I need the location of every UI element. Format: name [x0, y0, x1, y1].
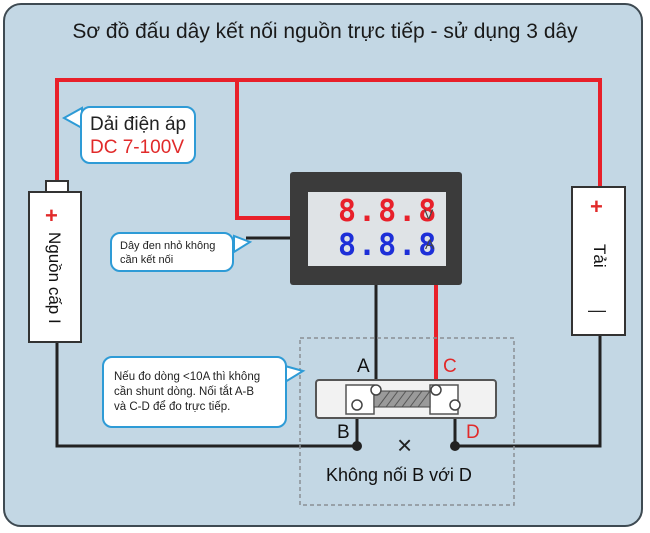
load-box	[571, 186, 626, 336]
shunt-note-line3: và C-D để đo trực tiếp.	[114, 401, 231, 413]
source-battery	[28, 191, 82, 343]
terminal-d-screw	[449, 399, 461, 411]
junction-d	[450, 441, 460, 451]
load-minus-sign: —	[588, 300, 606, 320]
source-label: Nguồn cấp I	[45, 232, 64, 324]
black-wire-bottom-right	[453, 335, 602, 448]
red-wire-to-meter	[235, 80, 290, 220]
shunt-note-callout: Nếu đo dòng <10A thì không cần shunt dòn…	[102, 356, 287, 428]
terminal-b-label: B	[337, 422, 350, 443]
voltage-display: 8.8.8	[338, 194, 439, 229]
thin-wire-callout-tail	[233, 234, 253, 254]
current-unit: A	[425, 236, 435, 252]
thin-wire-line1: Dây đen nhỏ không	[120, 240, 216, 252]
voltage-unit: V	[424, 206, 434, 222]
diagram-title: Sơ đồ đấu dây kết nối nguồn trực tiếp - …	[72, 20, 578, 43]
cross-mark: ×	[397, 430, 413, 460]
junction-b	[352, 441, 362, 451]
terminal-d-label: D	[466, 422, 480, 443]
thin-wire-line2: cần kết nối	[120, 254, 174, 266]
shunt-resistor	[373, 390, 431, 408]
voltage-range-value: DC 7-100V	[90, 137, 184, 158]
voltage-range-label: Dải điện áp	[90, 114, 187, 135]
thin-wire-callout: Dây đen nhỏ không cần kết nối	[110, 232, 234, 272]
voltage-range-callout: Dải điện áp DC 7-100V	[80, 106, 196, 164]
source-plus-sign: +	[45, 203, 58, 228]
load-plus-sign: +	[590, 194, 603, 219]
current-display: 8.8.8	[338, 228, 439, 263]
bottom-note: Không nối B với D	[326, 465, 472, 485]
terminal-c-label: C	[443, 356, 457, 377]
terminal-a-screw	[370, 384, 382, 396]
shunt-note-line2: cần shunt dòng. Nối tắt A-B	[114, 386, 255, 398]
terminal-b-screw	[351, 399, 363, 411]
black-wire-bottom-left	[55, 340, 359, 448]
meter-screen	[308, 192, 446, 266]
shunt-dashed-frame	[299, 337, 515, 506]
shunt-note-line1: Nếu đo dòng <10A thì không	[114, 371, 261, 383]
terminal-a-label: A	[357, 356, 370, 377]
load-label: Tải	[590, 244, 609, 268]
terminal-c-screw	[430, 384, 442, 396]
red-wire-top	[55, 78, 602, 188]
